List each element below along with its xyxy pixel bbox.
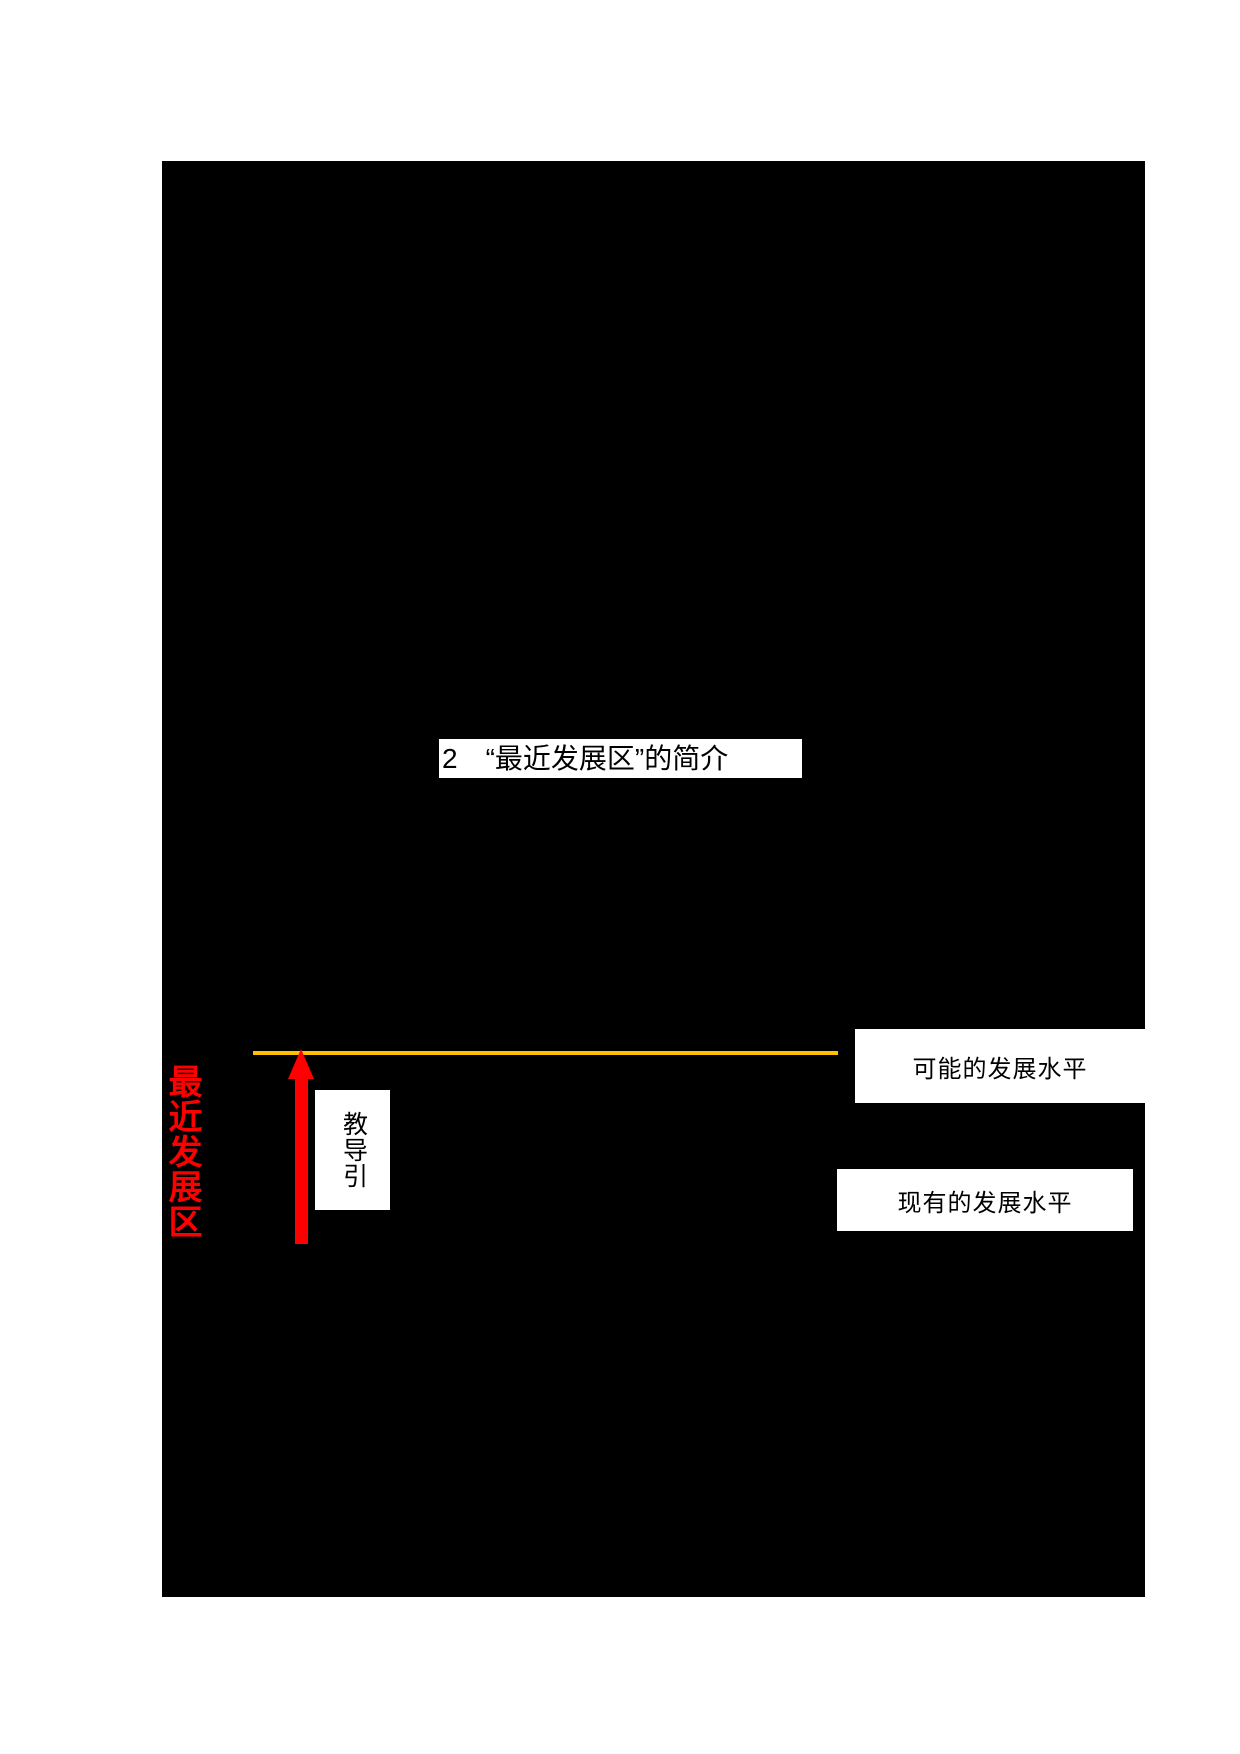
possible-level-label: 可能的发展水平 bbox=[912, 1056, 1088, 1083]
current-level-label: 现有的发展水平 bbox=[897, 1190, 1073, 1217]
possible-level-line bbox=[253, 1051, 838, 1055]
slide-title: 2 “最近发展区”的简介 bbox=[442, 743, 729, 774]
possible-level-box: 可能的发展水平 bbox=[855, 1029, 1145, 1103]
slide-title-box: 2 “最近发展区”的简介 bbox=[439, 739, 802, 778]
guidance-arrow-head bbox=[288, 1049, 314, 1079]
current-level-box: 现有的发展水平 bbox=[837, 1169, 1133, 1231]
slide-canvas bbox=[162, 161, 1145, 1597]
guidance-label: 教导引 bbox=[339, 1111, 367, 1189]
zpd-vertical-label: 最近发展区 bbox=[163, 1064, 200, 1239]
guidance-arrow-shaft bbox=[295, 1076, 308, 1244]
guidance-box: 教导引 bbox=[315, 1090, 390, 1210]
